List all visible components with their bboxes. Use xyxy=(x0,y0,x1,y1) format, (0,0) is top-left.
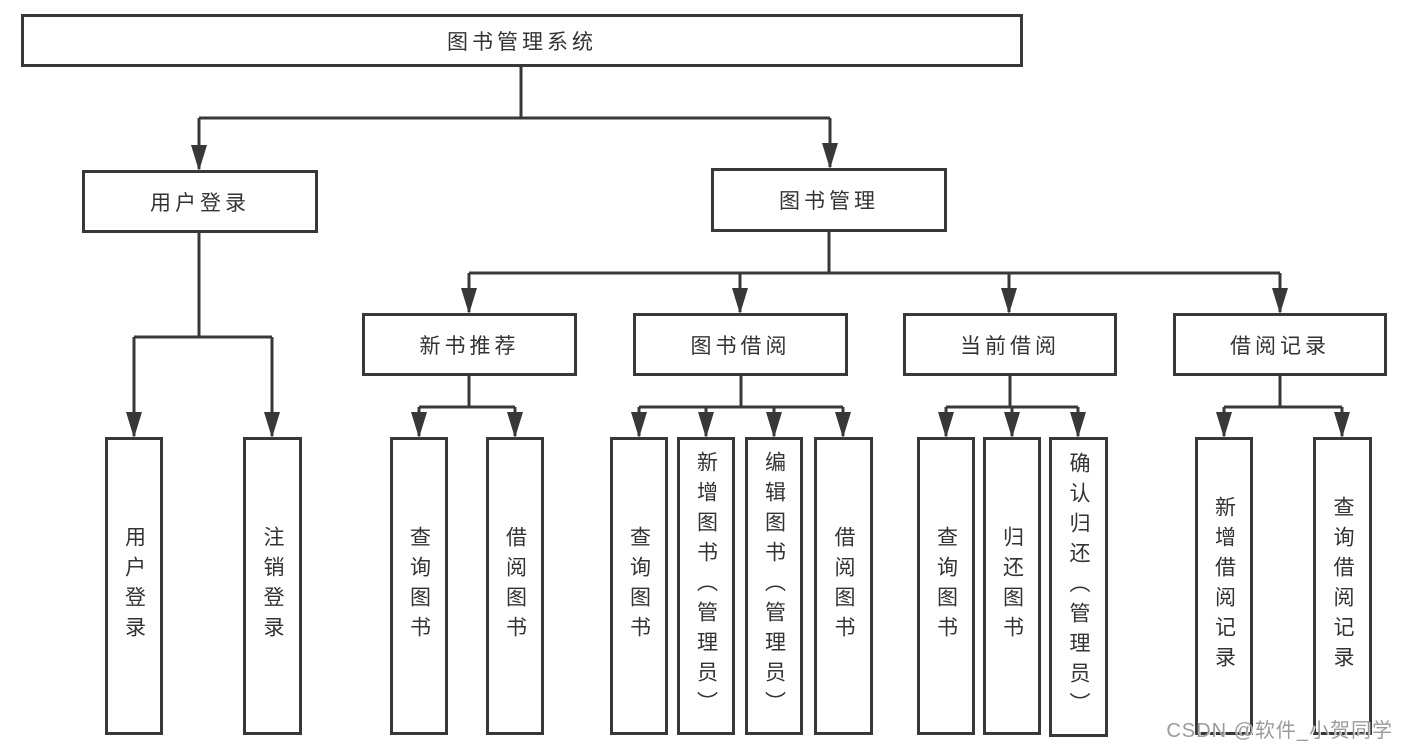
node-borrow-records: 借阅记录 xyxy=(1173,313,1387,376)
node-label: 查询借阅记录 xyxy=(1331,496,1354,676)
node-leaf-borrow-book-borrowing: 借阅图书 xyxy=(814,437,873,735)
node-label: 确认归还（管理员） xyxy=(1067,452,1090,722)
node-label: 借阅图书 xyxy=(503,526,527,646)
node-label: 用户登录 xyxy=(150,191,250,215)
csdn-watermark: CSDN @软件_小贺同学 xyxy=(1166,720,1393,742)
node-label: 图书管理系统 xyxy=(447,30,597,54)
node-leaf-user-login: 用户登录 xyxy=(105,437,163,735)
node-label: 借阅记录 xyxy=(1230,334,1330,358)
node-label: 用户登录 xyxy=(122,526,146,646)
node-leaf-edit-book-admin: 编辑图书（管理员） xyxy=(745,437,803,735)
node-leaf-borrow-book-recommend: 借阅图书 xyxy=(486,437,544,735)
node-leaf-query-book-recommend: 查询图书 xyxy=(390,437,448,735)
node-label: 注销登录 xyxy=(261,526,284,646)
node-book-management: 图书管理 xyxy=(711,168,947,232)
node-label: 新书推荐 xyxy=(419,334,520,358)
node-leaf-logout: 注销登录 xyxy=(243,437,302,735)
node-leaf-confirm-return-admin: 确认归还（管理员） xyxy=(1049,437,1108,737)
node-current-borrowing: 当前借阅 xyxy=(903,313,1117,376)
node-leaf-add-borrow-record: 新增借阅记录 xyxy=(1195,437,1253,735)
node-label: 新增借阅记录 xyxy=(1212,496,1236,676)
node-label: 借阅图书 xyxy=(832,526,855,646)
node-label: 新增图书（管理员） xyxy=(694,451,718,721)
node-leaf-return-book: 归还图书 xyxy=(983,437,1041,735)
node-new-book-recommend: 新书推荐 xyxy=(362,313,577,376)
node-label: 查询图书 xyxy=(934,526,958,646)
node-leaf-query-borrow-record: 查询借阅记录 xyxy=(1313,437,1372,735)
node-library-management-system: 图书管理系统 xyxy=(21,14,1023,67)
node-leaf-add-book-admin: 新增图书（管理员） xyxy=(677,437,735,735)
node-book-borrowing: 图书借阅 xyxy=(633,313,848,376)
node-label: 编辑图书（管理员） xyxy=(762,451,786,721)
node-label: 图书管理 xyxy=(779,190,879,213)
node-label: 归还图书 xyxy=(1000,526,1024,646)
node-user-login: 用户登录 xyxy=(82,170,318,233)
node-leaf-query-book-borrowing: 查询图书 xyxy=(610,437,668,735)
node-label: 图书借阅 xyxy=(690,334,791,358)
node-label: 当前借阅 xyxy=(960,334,1060,358)
node-label: 查询图书 xyxy=(627,526,651,646)
node-leaf-query-book-current: 查询图书 xyxy=(917,437,975,735)
node-label: 查询图书 xyxy=(407,526,431,646)
